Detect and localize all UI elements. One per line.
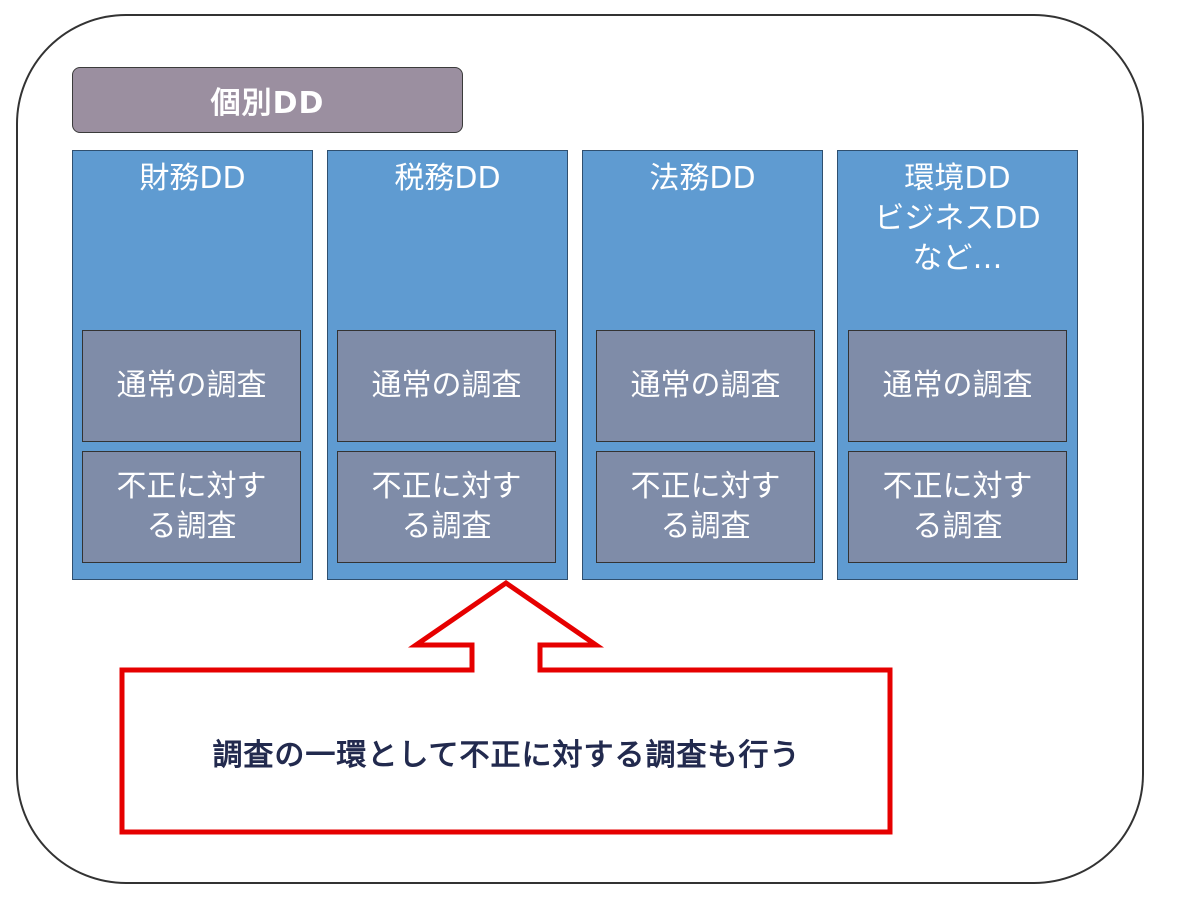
column-tax-dd: 税務DD 通常の調査 不正に対す る調査 [327, 150, 568, 580]
fraud-investigation-label: 不正に対す る調査 [882, 469, 1033, 544]
column-legal-dd: 法務DD 通常の調査 不正に対す る調査 [582, 150, 823, 580]
header-box: 個別DD [72, 67, 463, 133]
column-title: 税務DD [394, 161, 501, 196]
fraud-investigation-label: 不正に対す る調査 [371, 469, 522, 544]
normal-investigation-label: 通常の調査 [630, 368, 781, 403]
normal-investigation-box: 通常の調査 [337, 330, 556, 442]
fraud-investigation-box: 不正に対す る調査 [596, 451, 815, 563]
fraud-investigation-box: 不正に対す る調査 [848, 451, 1067, 563]
normal-investigation-box: 通常の調査 [596, 330, 815, 442]
fraud-investigation-label: 不正に対す る調査 [116, 469, 267, 544]
callout-message: 調査の一環として不正に対する調査も行う [212, 738, 801, 773]
fraud-investigation-box: 不正に対す る調査 [337, 451, 556, 563]
column-environment-business-dd: 環境DD ビジネスDD など… 通常の調査 不正に対す る調査 [837, 150, 1078, 580]
fraud-investigation-label: 不正に対す る調査 [630, 469, 781, 544]
normal-investigation-label: 通常の調査 [371, 368, 522, 403]
normal-investigation-label: 通常の調査 [882, 368, 1033, 403]
normal-investigation-label: 通常の調査 [116, 368, 267, 403]
header-title: 個別DD [210, 86, 325, 121]
callout-box: 調査の一環として不正に対する調査も行う [122, 672, 891, 832]
column-financial-dd: 財務DD 通常の調査 不正に対す る調査 [72, 150, 313, 580]
normal-investigation-box: 通常の調査 [82, 330, 301, 442]
column-title: 財務DD [139, 161, 246, 196]
column-title: 法務DD [649, 161, 756, 196]
fraud-investigation-box: 不正に対す る調査 [82, 451, 301, 563]
column-title: 環境DD ビジネスDD など… [874, 161, 1041, 276]
normal-investigation-box: 通常の調査 [848, 330, 1067, 442]
